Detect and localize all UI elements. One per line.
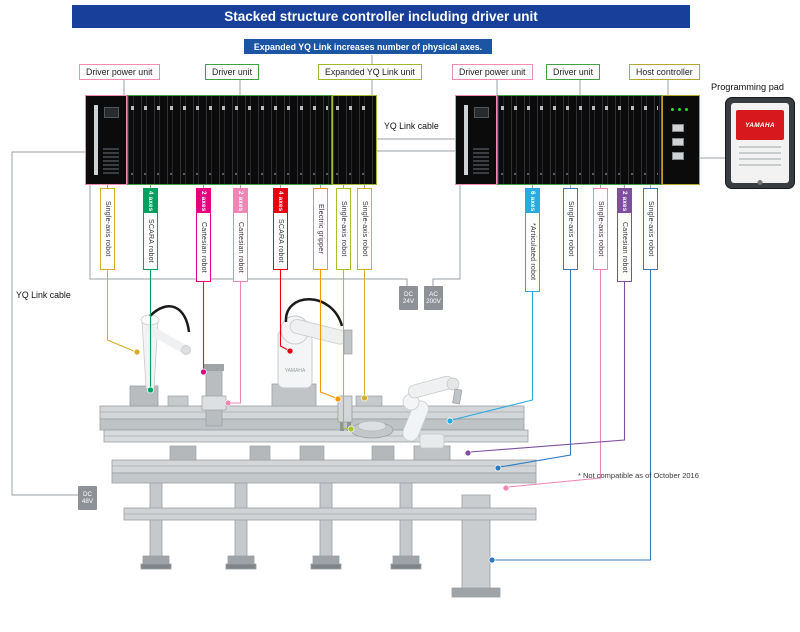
robot-label-single-axis-4: Single-axis robot [563,188,578,270]
axes-badge: 2 axes [234,189,247,213]
host-controller [662,95,700,185]
robot-label-articulated: 6 axes *Articulated robot [525,188,540,292]
led-indicator [685,108,688,111]
psu-vent [464,105,468,175]
driver-power-unit-left [85,95,127,185]
programming-pad: YAMAHA [725,97,795,189]
axes-badge: 4 axes [274,189,287,213]
pad-screen-text-lines [739,146,781,170]
axes-badge: 2 axes [618,189,631,213]
driver-power-unit-right [455,95,497,185]
robot-brand-text: YAMAHA [285,368,306,374]
articulated-robot [402,375,463,461]
ac200-line [432,185,461,286]
pad-home-button [757,180,763,185]
robot-cable [149,305,191,333]
psu-display [474,107,489,118]
robot-label-cartesian-1: 2 axes Cartesian robot [196,188,211,282]
robot-label-single-axis-6: Single-axis robot [643,188,658,270]
expanded-yq-link-callout: Expanded YQ Link increases number of phy… [244,39,492,54]
axes-badge: 4 axes [144,189,157,213]
robot-label-single-axis-3: Single-axis robot [357,188,372,270]
programming-pad-label: Programming pad [711,82,785,92]
frame-legs [140,469,501,598]
unit-label-driver-unit-left: Driver unit [205,64,260,80]
psu-display [104,107,119,118]
yq-link-cable-lines-top [377,138,455,152]
scara-robot-left [129,305,191,407]
psu-grille [103,148,119,174]
linear-axis-carriages [167,395,395,461]
unit-label-host-controller: Host controller [629,64,700,80]
unit-label-driver-unit-right: Driver unit [546,64,601,80]
ethernet-port [672,138,684,146]
yq-link-cable-line-left [11,151,85,496]
footnote: * Not compatible as of October 2016 [578,471,699,480]
robot-connector-lines [106,270,652,564]
ethernet-port [672,124,684,132]
page-title: Stacked structure controller including d… [72,5,690,28]
driver-unit-right [497,95,662,185]
programming-pad-screen: YAMAHA [731,103,789,183]
controller-rack-right [455,95,700,185]
unit-label-expanded-yq-link: Expanded YQ Link unit [318,64,422,80]
yq-link-cable-label-top: YQ Link cable [384,121,439,131]
yq-link-cable-label-left: YQ Link cable [15,290,72,300]
dc24-line [89,185,408,286]
robot-label-single-axis-1: Single-axis robot [100,188,115,270]
robot-label-scara-2: 4 axes SCARA robot [273,188,288,270]
pad-brand-text: YAMAHA [745,121,775,129]
robot-label-cartesian-3: 2 axes Cartesian robot [617,188,632,282]
robot-cable [284,298,344,327]
unit-label-driver-power-right: Driver power unit [452,64,533,80]
unit-label-driver-power-left: Driver power unit [79,64,160,80]
expanded-yq-link-unit [332,95,377,185]
scara-robot-center: YAMAHA [271,298,353,407]
robot-label-electric-gripper: Electric gripper [313,188,328,270]
pad-brand-banner: YAMAHA [736,110,784,140]
controller-rack-left [85,95,377,185]
gray-connectors [11,55,727,496]
robot-label-scara-1: 4 axes SCARA robot [143,188,158,270]
axes-badge: 6 axes [526,189,539,213]
led-indicator [671,108,674,111]
ethernet-port [672,152,684,160]
footnote-mark: * [529,223,536,227]
axes-badge: 2 axes [197,189,210,213]
driver-unit-left [127,95,332,185]
psu-vent [94,105,98,175]
led-indicator [678,108,681,111]
robot-label-single-axis-5: Single-axis robot [593,188,608,270]
cartesian-robot-module [201,364,227,427]
robot-label-single-axis-2: Single-axis robot [336,188,351,270]
robot-label-cartesian-2: 2 axes Cartesian robot [233,188,248,282]
psu-grille [473,148,489,174]
robot-cell-illustration: YAMAHA [99,298,537,598]
